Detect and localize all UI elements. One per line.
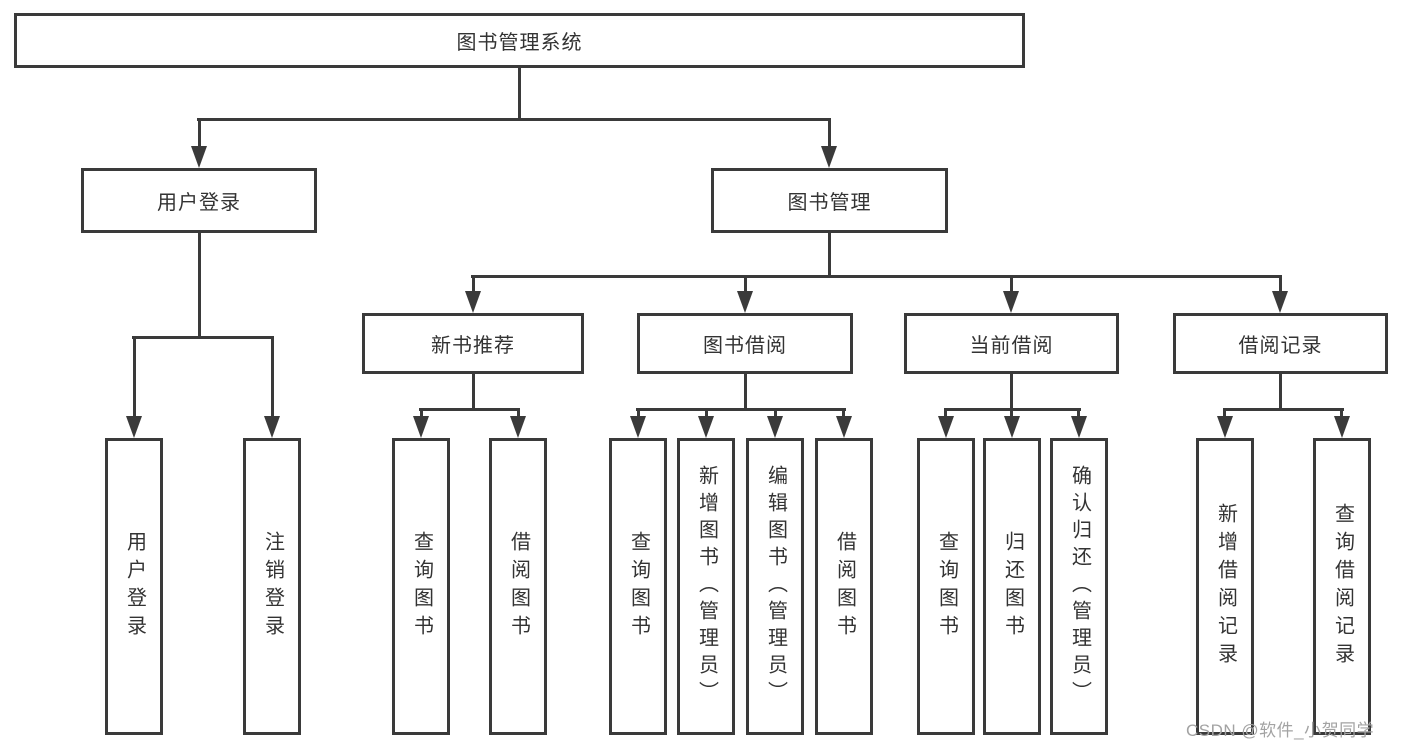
- leaf-label: 编辑图书（管理员）: [764, 465, 787, 708]
- leaf-label: 查询图书: [935, 530, 958, 643]
- connector-drop-leaf: [774, 408, 777, 420]
- node-leaf-borrow-books-2: 借阅图书: [815, 438, 873, 735]
- leaf-label: 用户登录: [123, 530, 146, 643]
- connector-drop-book-mgmt: [828, 118, 831, 150]
- arrow-down-icon: [938, 416, 954, 438]
- node-leaf-logout: 注销登录: [243, 438, 301, 735]
- leaf-label: 确认归还（管理员）: [1068, 465, 1091, 708]
- connector-user-login-trunk: [198, 233, 201, 339]
- arrow-down-icon: [767, 416, 783, 438]
- connector-drop-leaf: [944, 408, 947, 420]
- arrow-down-icon: [698, 416, 714, 438]
- arrow-down-icon: [1004, 416, 1020, 438]
- connector-borrow-records-horizontal: [1223, 408, 1344, 411]
- connector-drop-leaf: [420, 408, 423, 420]
- arrow-down-icon: [1334, 416, 1350, 438]
- leaf-label: 查询借阅记录: [1331, 502, 1354, 671]
- node-leaf-user-login: 用户登录: [105, 438, 163, 735]
- arrow-down-icon: [126, 416, 142, 438]
- node-root: 图书管理系统: [14, 13, 1025, 68]
- node-leaf-add-book-admin: 新增图书（管理员）: [677, 438, 735, 735]
- connector-user-login-horizontal: [132, 336, 274, 339]
- leaf-label: 新增图书（管理员）: [695, 465, 718, 708]
- arrow-down-icon: [465, 291, 481, 313]
- connector-drop-leaf: [1340, 408, 1343, 420]
- node-leaf-query-books-2: 查询图书: [609, 438, 667, 735]
- connector-drop-leaf: [842, 408, 845, 420]
- connector-drop-leaf: [1010, 408, 1013, 420]
- leaf-label: 归还图书: [1001, 530, 1024, 643]
- leaf-label: 借阅图书: [833, 530, 856, 643]
- connector-borrow-records-trunk: [1279, 374, 1282, 411]
- node-leaf-return-books: 归还图书: [983, 438, 1041, 735]
- watermark-text: CSDN @软件_小贺同学: [1186, 721, 1375, 740]
- node-current-borrow: 当前借阅: [904, 313, 1119, 374]
- node-leaf-confirm-return-admin: 确认归还（管理员）: [1050, 438, 1108, 735]
- connector-drop-leaf: [517, 408, 520, 420]
- leaf-label: 借阅图书: [507, 530, 530, 643]
- node-book-borrow: 图书借阅: [637, 313, 853, 374]
- node-new-books: 新书推荐: [362, 313, 584, 374]
- connector-book-mgmt-trunk: [828, 233, 831, 278]
- arrow-down-icon: [737, 291, 753, 313]
- connector-drop-leaf: [637, 408, 640, 420]
- arrow-down-icon: [821, 146, 837, 168]
- leaf-label: 新增借阅记录: [1214, 502, 1237, 671]
- node-leaf-borrow-books-1: 借阅图书: [489, 438, 547, 735]
- node-borrow-records: 借阅记录: [1173, 313, 1388, 374]
- arrow-down-icon: [413, 416, 429, 438]
- arrow-down-icon: [630, 416, 646, 438]
- connector-drop-user-login: [198, 118, 201, 150]
- connector-current-borrow-trunk: [1010, 374, 1013, 411]
- connector-drop-book-borrow: [744, 275, 747, 295]
- connector-root-trunk: [518, 66, 521, 121]
- node-leaf-add-borrow-record: 新增借阅记录: [1196, 438, 1254, 735]
- arrow-down-icon: [191, 146, 207, 168]
- arrow-down-icon: [264, 416, 280, 438]
- arrow-down-icon: [1071, 416, 1087, 438]
- connector-drop-leaf: [1223, 408, 1226, 420]
- node-leaf-edit-book-admin: 编辑图书（管理员）: [746, 438, 804, 735]
- connector-book-borrow-horizontal: [636, 408, 846, 411]
- node-leaf-query-borrow-record: 查询借阅记录: [1313, 438, 1371, 735]
- connector-root-horizontal: [197, 118, 831, 121]
- connector-book-mgmt-horizontal: [471, 275, 1282, 278]
- node-user-login: 用户登录: [81, 168, 317, 233]
- connector-drop-leaf: [1077, 408, 1080, 420]
- connector-drop-leaf: [271, 336, 274, 420]
- leaf-label: 注销登录: [261, 530, 284, 643]
- node-book-mgmt: 图书管理: [711, 168, 948, 233]
- arrow-down-icon: [1003, 291, 1019, 313]
- arrow-down-icon: [510, 416, 526, 438]
- connector-new-books-horizontal: [419, 408, 520, 411]
- node-leaf-query-books-3: 查询图书: [917, 438, 975, 735]
- arrow-down-icon: [1272, 291, 1288, 313]
- leaf-label: 查询图书: [410, 530, 433, 643]
- arrow-down-icon: [836, 416, 852, 438]
- arrow-down-icon: [1217, 416, 1233, 438]
- connector-book-borrow-trunk: [744, 374, 747, 411]
- connector-drop-current-borrow: [1010, 275, 1013, 295]
- connector-drop-new-books: [472, 275, 475, 295]
- connector-drop-borrow-records: [1279, 275, 1282, 295]
- node-leaf-query-books-1: 查询图书: [392, 438, 450, 735]
- connector-new-books-trunk: [472, 374, 475, 411]
- leaf-label: 查询图书: [627, 530, 650, 643]
- connector-drop-leaf: [705, 408, 708, 420]
- connector-drop-leaf: [133, 336, 136, 420]
